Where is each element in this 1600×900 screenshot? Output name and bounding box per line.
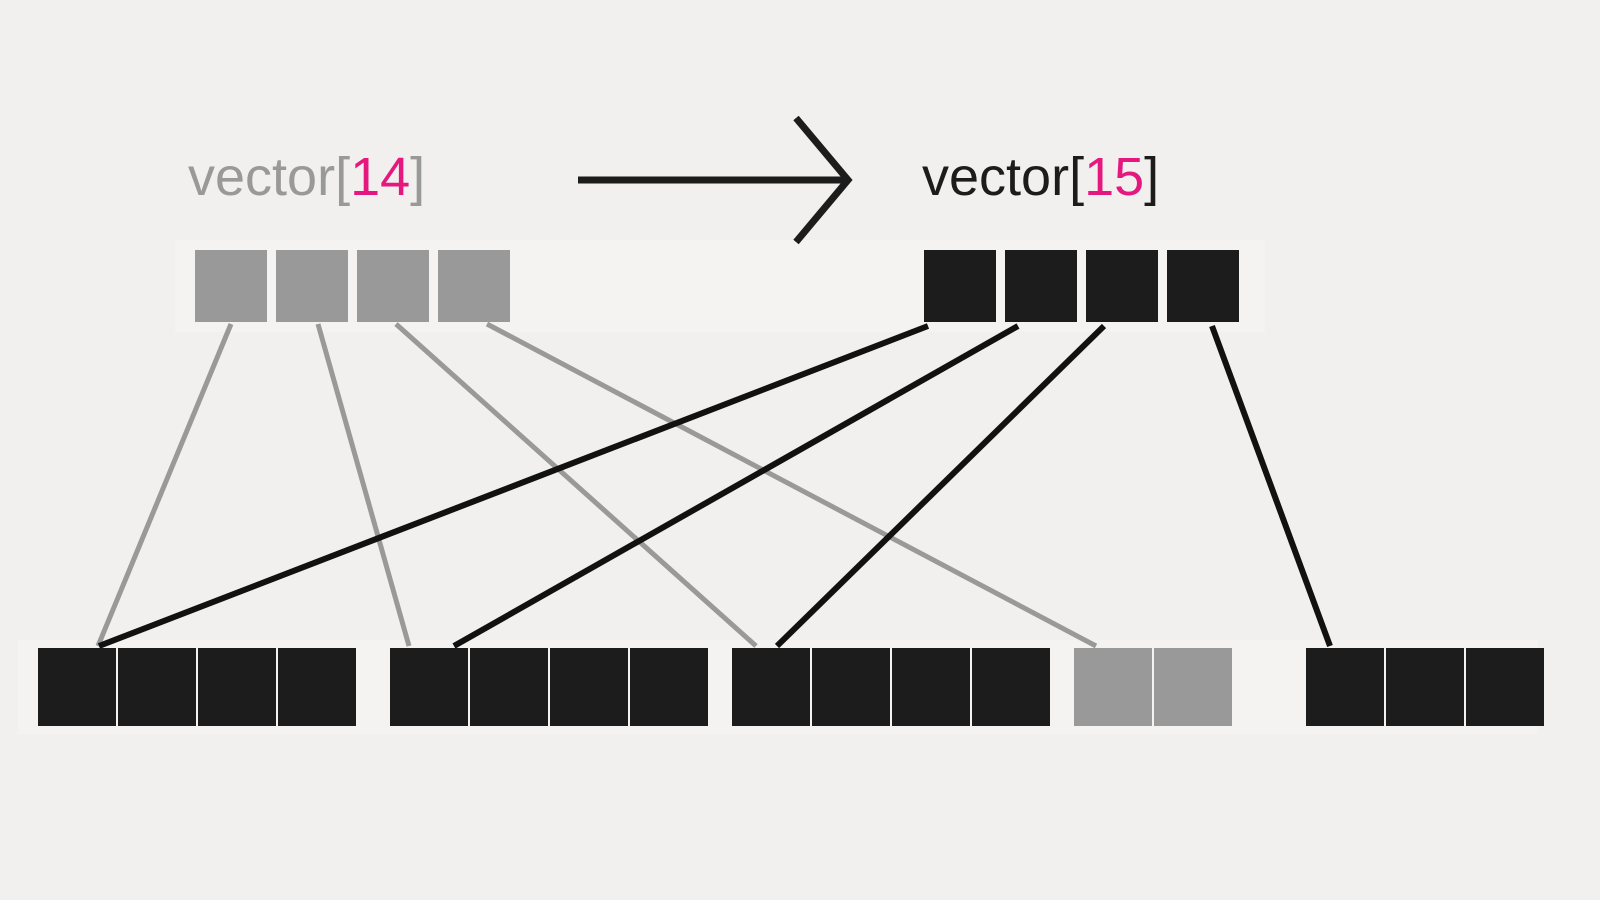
- new-vector-cell: [1086, 250, 1158, 322]
- memory-cell: [38, 648, 116, 726]
- old-vector-label-index: 14: [350, 147, 411, 207]
- old-vector-cell: [195, 250, 267, 322]
- new-vector-cell: [1167, 250, 1239, 322]
- new-vector-label-open-bracket: [: [1069, 147, 1085, 207]
- memory-cell: [1386, 648, 1464, 726]
- memory-cell: [198, 648, 276, 726]
- memory-cell: [1154, 648, 1232, 726]
- old-vector-cell: [357, 250, 429, 322]
- old-vector-cell: [276, 250, 348, 322]
- new-vector-label-name: vector: [922, 147, 1070, 207]
- new-connector-line: [774, 323, 1107, 649]
- memory-cell: [630, 648, 708, 726]
- old-vector-label-open-bracket: [: [335, 147, 351, 207]
- memory-cell: [892, 648, 970, 726]
- old-vector-label-close-bracket: ]: [410, 147, 426, 207]
- old-row-panel: [175, 240, 1265, 332]
- memory-cell: [1074, 648, 1152, 726]
- new-connector-group: [97, 323, 1333, 649]
- transition-arrow: [578, 115, 853, 245]
- arrow-head: [793, 115, 853, 245]
- old-connector-line: [315, 323, 412, 647]
- old-vector-label-name: vector: [188, 147, 336, 207]
- memory-cell: [972, 648, 1050, 726]
- new-vector-label: vector[15]: [922, 150, 1159, 204]
- new-connector-line: [452, 323, 1020, 649]
- old-connector-line: [394, 322, 758, 648]
- memory-cell: [118, 648, 196, 726]
- memory-cell: [470, 648, 548, 726]
- old-connector-line: [485, 321, 1098, 649]
- new-vector-label-close-bracket: ]: [1144, 147, 1160, 207]
- memory-cell: [1306, 648, 1384, 726]
- memory-cell: [550, 648, 628, 726]
- old-vector-cell: [438, 250, 510, 322]
- new-connector-line: [97, 323, 930, 649]
- memory-cell: [278, 648, 356, 726]
- new-vector-cell: [1005, 250, 1077, 322]
- old-connector-group: [95, 321, 1098, 649]
- old-connector-line: [95, 323, 234, 647]
- new-vector-label-index: 15: [1084, 147, 1145, 207]
- new-vector-cell: [924, 250, 996, 322]
- memory-cell: [1466, 648, 1544, 726]
- old-vector-label: vector[14]: [188, 150, 425, 204]
- memory-cell: [732, 648, 810, 726]
- memory-cell: [390, 648, 468, 726]
- memory-cell: [812, 648, 890, 726]
- new-connector-line: [1209, 324, 1333, 648]
